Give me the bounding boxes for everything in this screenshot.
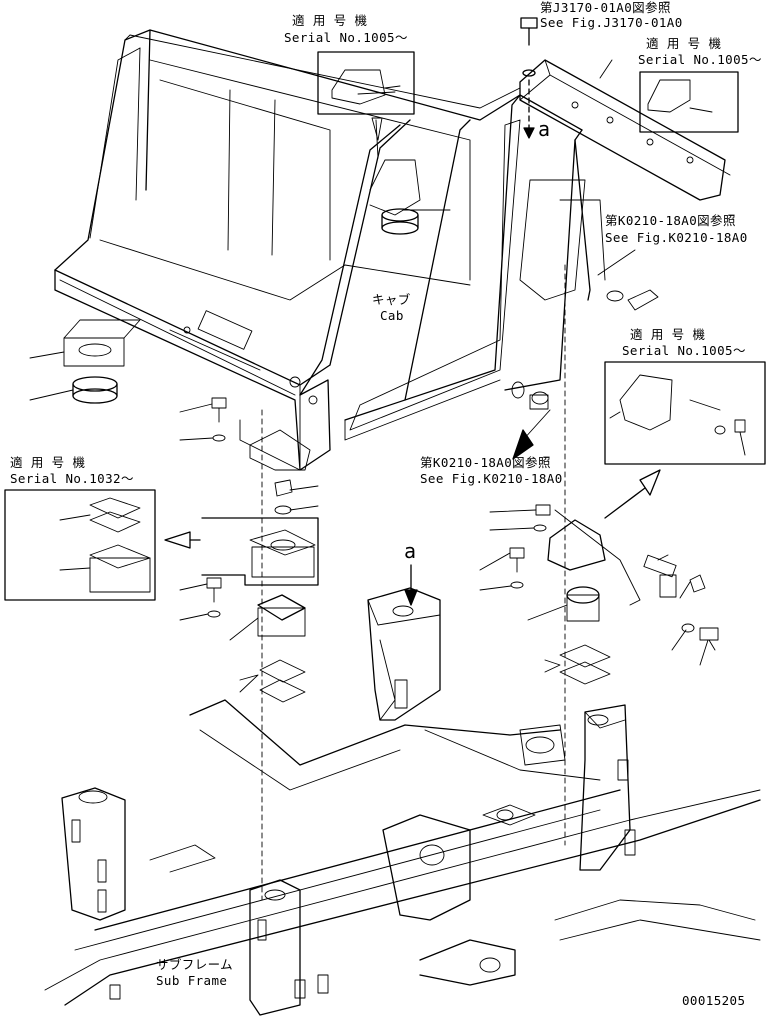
serial-top-jp: 適 用 号 機 [292,13,368,28]
drawing-number: 00015205 [682,993,746,1008]
serial-left-en: Serial No.1032～ [10,471,134,486]
cab-assembly [54,29,606,471]
serial-right-top-en: Serial No.1005～ [638,52,762,67]
view-a-top-label: a [538,117,551,141]
inset-left [4,489,156,601]
center-mount-callout [201,517,319,586]
center-hardware-stack [206,397,306,901]
ref-k0210-center-en: See Fig.K0210-18A0 [420,471,563,486]
leader-arrows [164,117,661,606]
serial-right-mid-en: Serial No.1005～ [622,343,746,358]
view-a-mid-label: a [404,539,417,563]
serial-left-jp: 適 用 号 機 [10,455,86,470]
ref-k0210-right-jp: 第K0210-18A0図参照 [605,213,736,228]
ref-k0210-center-jp: 第K0210-18A0図参照 [420,455,551,470]
subframe-label-jp: サブフレーム [156,957,234,972]
cab-label-en: Cab [380,308,404,323]
ref-k0210-right-en: See Fig.K0210-18A0 [605,230,748,245]
ref-j3170-en: See Fig.J3170-01A0 [540,15,683,30]
sub-frame [44,587,761,1016]
leader-lines [29,91,709,693]
subframe-label-en: Sub Frame [156,973,228,988]
inset-top-center [317,51,415,115]
rear-beam-part [519,17,731,201]
cab-label-jp: キャブ [372,292,411,307]
inset-right-mid [604,361,766,465]
ref-j3170-jp: 第J3170-01A0図参照 [540,0,671,15]
serial-right-mid-jp: 適 用 号 機 [630,327,706,342]
serial-top-en: Serial No.1005～ [284,30,408,45]
right-hardware-stack [509,264,719,846]
inset-top-right [639,71,739,133]
serial-right-top-jp: 適 用 号 機 [646,36,722,51]
